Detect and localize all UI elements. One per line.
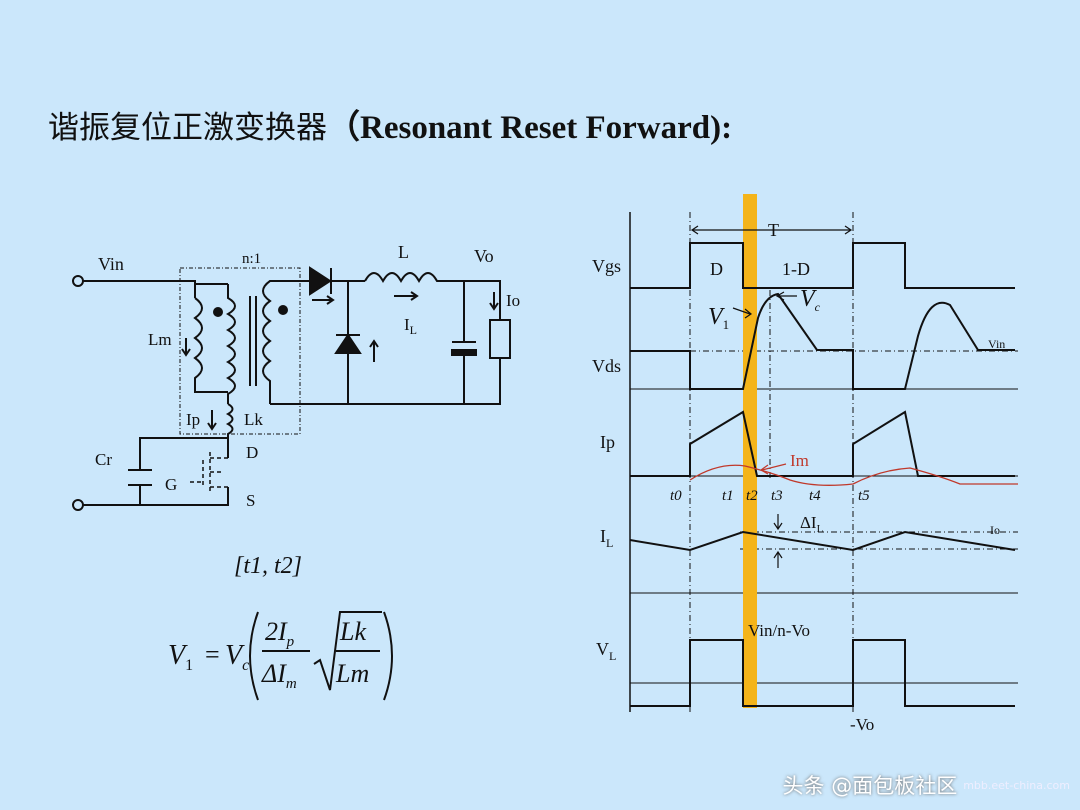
im-curve: [689, 464, 1018, 486]
label-il: IL: [404, 315, 417, 337]
label-vgs: Vgs: [592, 256, 621, 276]
svg-text:2Ip: 2Ip: [265, 617, 295, 650]
load-resistor: [489, 319, 511, 359]
vl-waveform: [630, 639, 1015, 707]
mosfet-symbol: [190, 452, 228, 494]
label-delta-il: ΔIL: [800, 513, 824, 535]
label-t5: t5: [858, 488, 870, 504]
title-english: （Resonant Reset Forward):: [327, 110, 733, 146]
label-im: Im: [790, 451, 809, 470]
formula-sqrt: [313, 611, 382, 691]
period-arrow-icon: [690, 225, 853, 235]
title-chinese: 谐振复位正激变换器: [48, 110, 327, 146]
label-v1: V1: [708, 304, 729, 332]
formula-vc: V: [225, 640, 245, 671]
formula-lm: Lm: [335, 659, 369, 688]
gnd-terminal: [72, 499, 84, 511]
il-arrow-icon: [394, 291, 419, 301]
formula-right-paren: [383, 611, 393, 701]
page-title: 谐振复位正激变换器（Resonant Reset Forward):: [48, 100, 732, 148]
vc-arrow-icon: [775, 291, 797, 301]
formula-left-paren: [249, 611, 259, 701]
label-vin-mark: Vin: [988, 337, 1005, 351]
svg-text:V1: V1: [168, 640, 193, 674]
label-cr: Cr: [95, 450, 112, 469]
watermark-url: mbb.eet-china.com: [963, 778, 1070, 792]
freewheel-arrow-icon: [369, 339, 379, 362]
secondary-winding: [262, 280, 272, 404]
forward-diode: [309, 266, 332, 296]
v1-formula: V1 = Vc 2Ip ΔIm Lk Lm: [168, 611, 393, 701]
delta-il-arrows-icon: [773, 514, 783, 568]
label-vds: Vds: [592, 356, 621, 376]
label-wave-io: Io: [990, 523, 1000, 537]
svg-text:Vc: Vc: [225, 640, 249, 674]
il-waveform: [629, 530, 1016, 552]
secondary-dot: [278, 305, 288, 315]
label-inductor: L: [398, 242, 409, 262]
watermark: 头条 @面包板社区 mbb.eet-china.com: [783, 770, 1070, 800]
im-arrow-icon: [759, 463, 787, 475]
label-period: T: [768, 220, 779, 240]
primary-dot: [213, 307, 223, 317]
t1-t2-highlight: [743, 194, 757, 708]
vin-wire: [83, 280, 196, 298]
label-duty-off: 1-D: [782, 259, 810, 279]
vin-terminal: [72, 275, 84, 287]
label-s: S: [246, 491, 255, 510]
primary-winding: [225, 284, 236, 404]
label-vl-low: -Vo: [850, 715, 874, 734]
label-vin: Vin: [98, 254, 124, 274]
output-inductor: [364, 272, 501, 320]
formula-lk: Lk: [339, 617, 366, 646]
label-g: G: [165, 475, 177, 494]
label-ip: Ip: [186, 410, 200, 429]
ip-waveform: [630, 410, 1015, 477]
label-t1: t1: [722, 488, 734, 504]
label-t2: t2: [746, 488, 758, 504]
interval-label: [t1, t2]: [234, 553, 302, 579]
lm-arrow-icon: [181, 338, 191, 357]
secondary-bottom-wire: [270, 358, 501, 405]
svg-text:ΔIm: ΔIm: [261, 659, 297, 692]
label-lm: Lm: [148, 330, 172, 349]
circuit-schematic: [72, 266, 511, 511]
v1-arrow-icon: [732, 307, 753, 319]
waveform-panel: [629, 194, 1018, 712]
baselines: [630, 388, 1018, 684]
formula-equals: =: [205, 640, 220, 669]
label-duty: D: [710, 259, 723, 279]
label-ratio: n:1: [242, 251, 261, 267]
label-vl-high: Vin/n-Vo: [748, 621, 810, 640]
label-t0: t0: [670, 488, 682, 504]
formula-v1: V: [168, 640, 188, 671]
secondary-current-arrow-icon: [312, 295, 335, 305]
label-vo: Vo: [474, 246, 494, 266]
label-t3: t3: [771, 488, 783, 504]
label-vc: Vc: [800, 286, 821, 314]
label-wave-vl: VL: [596, 639, 616, 663]
transformer-box: [179, 267, 301, 435]
freewheel-diode: [334, 333, 362, 354]
label-t4: t4: [809, 488, 821, 504]
formula-numerator: 2I: [265, 617, 288, 646]
label-d: D: [246, 443, 258, 462]
label-wave-il: IL: [600, 526, 613, 550]
lk-inductor: [225, 403, 234, 438]
lm-winding: [193, 297, 228, 393]
label-lk: Lk: [244, 410, 263, 429]
ip-arrow-icon: [207, 410, 217, 431]
label-wave-ip: Ip: [600, 432, 615, 452]
output-cap-plate-2: [451, 349, 477, 356]
label-io: Io: [506, 291, 520, 310]
io-arrow-icon: [489, 292, 499, 311]
switch-wire: [83, 437, 229, 506]
formula-denominator: ΔI: [261, 659, 287, 688]
watermark-text: 头条 @面包板社区: [782, 774, 958, 798]
vds-waveform: [630, 292, 1015, 390]
vgs-waveform: [630, 242, 1015, 289]
